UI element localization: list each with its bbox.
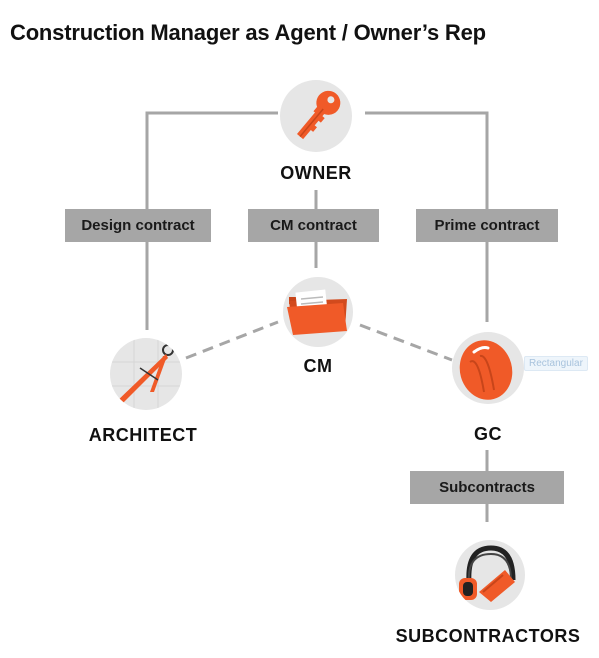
ghost-layer-label: Rectangular xyxy=(524,356,588,371)
subcontracts-label: Subcontracts xyxy=(439,479,535,496)
hardhat-icon xyxy=(452,332,524,404)
cm-label: CM xyxy=(303,356,333,376)
cm-gc-dashed-line xyxy=(359,323,453,362)
owner-label: OWNER xyxy=(280,163,352,183)
compass-icon xyxy=(110,338,182,410)
architect-label: ARCHITECT xyxy=(88,425,198,445)
prime-contract-label: Prime contract xyxy=(434,217,540,234)
gc-label: GC xyxy=(474,424,502,444)
owner-gc-line xyxy=(365,111,489,322)
cm-contract-label: CM contract xyxy=(270,217,357,234)
subcontractors-label: SUBCONTRACTORS xyxy=(395,626,581,646)
design-contract-label: Design contract xyxy=(81,217,195,234)
page-title: Construction Manager as Agent / Owner’s … xyxy=(10,20,486,45)
design-contract-box: Design contract xyxy=(65,209,211,242)
owner-architect-line xyxy=(145,111,278,330)
cm-contract-box: CM contract xyxy=(248,209,379,242)
folder-icon xyxy=(283,277,353,347)
earmuffs-icon xyxy=(455,540,525,610)
prime-contract-box: Prime contract xyxy=(416,209,558,242)
key-icon xyxy=(280,80,352,152)
cm-architect-dashed-line xyxy=(185,320,279,360)
subcontracts-box: Subcontracts xyxy=(410,471,564,504)
